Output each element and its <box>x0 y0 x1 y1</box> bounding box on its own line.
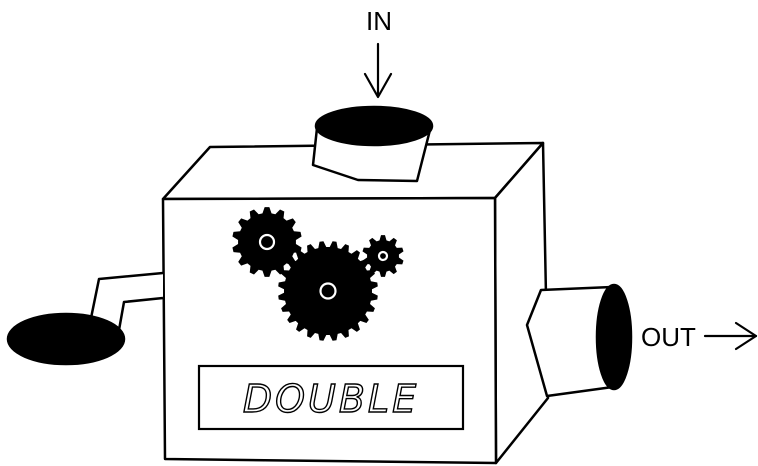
output-chute <box>525 283 633 398</box>
gear-icon <box>232 207 302 277</box>
machine-label: DOUBLE <box>243 377 419 421</box>
arrow-down-icon <box>363 42 393 99</box>
gears <box>232 207 404 341</box>
input-hopper <box>311 105 434 183</box>
output-label: OUT <box>641 322 696 352</box>
crank-handle-icon <box>6 271 164 366</box>
arrow-right-icon <box>703 321 758 351</box>
gear-hub <box>319 282 337 300</box>
gear-hub <box>377 250 389 262</box>
gear-hub <box>258 233 276 251</box>
gear-icon <box>362 235 404 277</box>
machine-label-plate <box>197 364 465 431</box>
input-label: IN <box>366 6 392 36</box>
gear-icon <box>278 241 378 341</box>
